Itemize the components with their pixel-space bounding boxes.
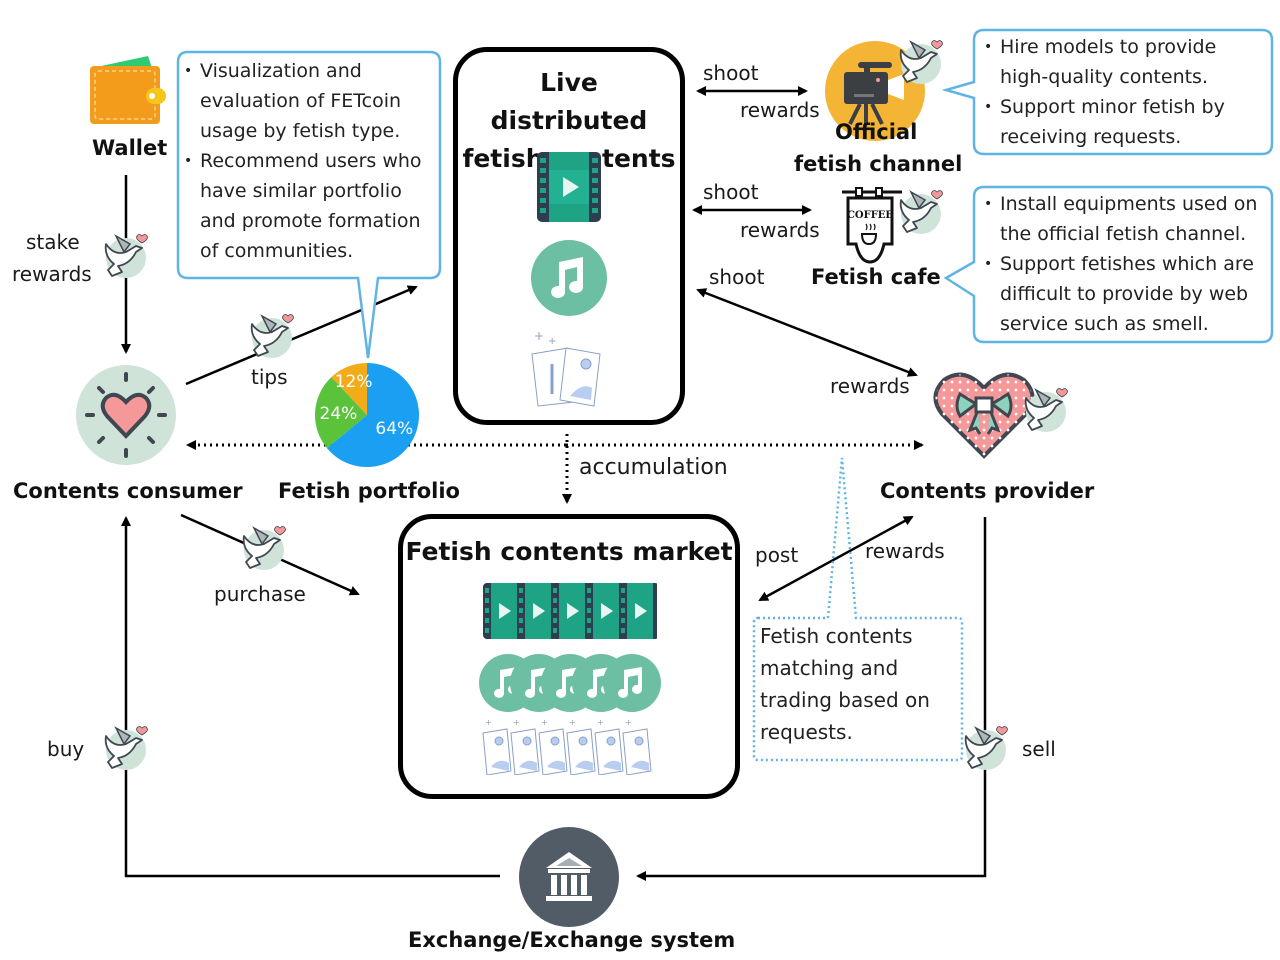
svg-text:+: + xyxy=(569,719,576,727)
dove-icon xyxy=(960,722,1008,776)
svg-text:+: + xyxy=(485,719,492,727)
music-icon xyxy=(531,240,607,316)
portfolio-pie-chart: 64% 24% 12% xyxy=(315,363,419,467)
artwork-card-icon: + xyxy=(538,719,568,775)
artwork-icon: ++ xyxy=(531,329,601,407)
video-frame-icon xyxy=(585,583,625,639)
wallet-label: Wallet xyxy=(92,136,168,160)
video-frame-icon xyxy=(551,583,591,639)
heart-glow-icon xyxy=(76,365,176,465)
callout-market: Fetish contents matching and trading bas… xyxy=(760,624,930,744)
music-strip-icon xyxy=(479,654,661,712)
video-frame-icon xyxy=(517,583,557,639)
artwork-strip-icon: + + + + + + xyxy=(482,719,652,775)
svg-text:+: + xyxy=(548,336,556,347)
market-title: Fetish contents market xyxy=(405,537,733,566)
gift-heart-icon xyxy=(933,372,1035,459)
callout-official-item: Support minor fetish by receiving reques… xyxy=(980,92,1270,152)
dove-icon xyxy=(246,310,294,364)
dove-icon xyxy=(895,186,943,240)
callout-official: Hire models to provide high-quality cont… xyxy=(980,32,1270,152)
pie-label: 12% xyxy=(335,372,373,392)
exchange-label: Exchange/Exchange system xyxy=(408,928,736,952)
pie-slice xyxy=(326,363,419,467)
contents-consumer-node xyxy=(75,364,177,466)
edge-label-accumulation: accumulation xyxy=(579,455,728,480)
arrow-provider-to-exchange xyxy=(636,517,987,881)
svg-text:+: + xyxy=(597,719,604,727)
edge-label-sell: sell xyxy=(1022,737,1056,761)
edge-label-tips: tips xyxy=(251,365,288,389)
arrow-tips xyxy=(185,285,418,386)
edge-label-stake-rewards: rewards xyxy=(12,262,92,286)
artwork-card-icon: + xyxy=(510,719,540,775)
edge-label-shoot-cafe: shoot xyxy=(703,180,759,204)
artwork-card-icon: + xyxy=(594,719,624,775)
official-channel-label-line2: fetish channel xyxy=(794,152,963,176)
official-channel-label-line1: Official xyxy=(835,120,918,144)
arrow-post-rewards xyxy=(758,515,914,602)
edge-label-rewards-cafe: rewards xyxy=(740,218,820,242)
edge-label-shoot-provider: shoot xyxy=(709,265,765,289)
video-icon xyxy=(537,152,601,222)
edge-label-buy: buy xyxy=(47,737,85,761)
official-channel-node xyxy=(824,40,926,142)
svg-text:+: + xyxy=(513,719,520,727)
contents-provider-node xyxy=(932,370,1036,460)
pie-slice xyxy=(315,377,367,449)
video-strip-icon xyxy=(483,583,657,639)
edge-label-rewards-official: rewards xyxy=(740,98,820,122)
coffee-sign-text: COFFEE xyxy=(847,210,893,221)
coffee-sign-icon: COFFEE xyxy=(842,187,902,264)
arrow-live-provider xyxy=(696,288,918,377)
callout-official-item: Hire models to provide high-quality cont… xyxy=(980,32,1270,92)
dove-icon xyxy=(100,722,148,776)
bank-icon xyxy=(519,827,619,927)
exchange-node xyxy=(518,826,620,928)
dove-icon xyxy=(895,36,943,90)
dove-icon xyxy=(238,522,286,576)
edge-label-shoot-official: shoot xyxy=(703,61,759,85)
fetish-cafe-label: Fetish cafe xyxy=(811,265,941,289)
video-frame-icon xyxy=(483,583,523,639)
arrow-exchange-to-consumer xyxy=(121,516,500,878)
pie-slice xyxy=(331,363,367,415)
artwork-card-icon: + xyxy=(482,719,512,775)
music-disc-icon xyxy=(603,654,661,712)
dove-icon xyxy=(100,230,148,284)
callout-portfolio: Visualization and evaluation of FETcoin … xyxy=(180,56,442,266)
video-camera-icon xyxy=(825,41,925,141)
svg-text:+: + xyxy=(625,719,632,727)
callout-portfolio-item: Visualization and evaluation of FETcoin … xyxy=(180,56,442,146)
edge-label-rewards-post: rewards xyxy=(865,539,945,563)
edge-label-purchase: purchase xyxy=(214,582,306,606)
live-distributed-box: Live distributed fetish contents ++ xyxy=(453,47,685,425)
contents-provider-label: Contents provider xyxy=(880,479,1095,503)
wallet-node xyxy=(86,52,170,128)
fetish-cafe-node: COFFEE xyxy=(842,186,902,266)
artwork-card-icon: + xyxy=(566,719,596,775)
pie-label: 64% xyxy=(375,419,413,439)
svg-text:+: + xyxy=(541,719,548,727)
fetish-portfolio-label: Fetish portfolio xyxy=(278,479,460,503)
callout-cafe-item: Install equipments used on the official … xyxy=(980,189,1275,249)
edge-label-post: post xyxy=(755,543,799,567)
edge-label-stake: stake xyxy=(26,230,80,254)
dove-icon xyxy=(1020,384,1068,438)
edge-label-rewards-provider: rewards xyxy=(830,374,910,398)
wallet-icon xyxy=(90,56,166,124)
fetish-contents-market-box: Fetish contents market + + + + + + xyxy=(398,514,740,799)
video-frame-icon xyxy=(619,583,657,639)
callout-cafe: Install equipments used on the official … xyxy=(980,189,1275,339)
callout-portfolio-item: Recommend users who have similar portfol… xyxy=(180,146,442,266)
artwork-card-icon: + xyxy=(622,719,652,775)
contents-consumer-label: Contents consumer xyxy=(13,479,243,503)
pie-label: 24% xyxy=(320,404,358,424)
svg-text:+: + xyxy=(534,329,544,343)
callout-cafe-item: Support fetishes which are difficult to … xyxy=(980,249,1275,339)
callout-market-shape xyxy=(752,457,964,762)
